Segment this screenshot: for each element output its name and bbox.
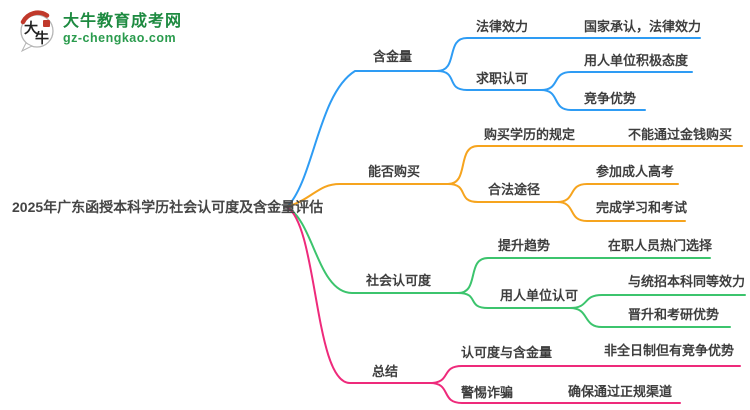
branch1-child2-leaf2-label: 竞争优势 (584, 91, 637, 106)
branch4-child2-label: 警惕诈骗 (461, 385, 514, 400)
main-topic: 2025年广东函授本科学历社会认可度及含金量评估 (12, 199, 324, 215)
branch-curve (540, 71, 693, 91)
branch1-child2-label: 求职认可 (476, 71, 529, 86)
branch-can-buy-lines (286, 145, 743, 222)
branch-curve (447, 145, 743, 185)
branch2-child2-leaf2-label: 完成学习和考试 (596, 200, 688, 215)
branch1-child1-leaf1-label: 国家承认，法律效力 (584, 19, 702, 34)
site-logo: 大 牛 大牛教育成考网 gz-chengkao.com (16, 9, 182, 53)
branch-curve (540, 89, 646, 111)
branch-curve (436, 70, 542, 91)
branch2-child1-label: 购买学历的规定 (484, 127, 576, 142)
branch1-child2-leaf1-label: 用人单位积极态度 (584, 53, 689, 68)
branch-curve (556, 201, 686, 222)
branch3-child1-leaf1-label: 在职人员热门选择 (608, 238, 713, 253)
branch3-child2-label: 用人单位认可 (500, 288, 579, 303)
branch-curve (286, 70, 438, 208)
branch-curve (447, 183, 558, 203)
branch4-child2-leaf1-label: 确保通过正规渠道 (568, 384, 673, 399)
branch2-label: 能否购买 (368, 164, 421, 179)
branch1-label: 含金量 (373, 49, 413, 64)
site-name: 大牛教育成考网 (63, 13, 183, 30)
branch-curve (569, 307, 731, 328)
branch4-child1-label: 认可度与含金量 (461, 345, 553, 360)
branch-curve (286, 206, 431, 384)
site-url: gz-chengkao.com (63, 30, 177, 45)
branch3-child2-leaf1-label: 与统招本科同等效力 (628, 274, 746, 289)
branch-curve (286, 206, 459, 294)
branch-gold-content-lines (286, 37, 701, 208)
logo-char-2: 牛 (35, 30, 49, 46)
branch3-child1-label: 提升趋势 (498, 238, 551, 253)
branch-summary-lines (286, 206, 741, 404)
branch2-child1-leaf1-label: 不能通过金钱购买 (628, 127, 733, 142)
branch-curve (429, 382, 681, 404)
branch-curve (457, 292, 571, 309)
logo-char-1: 大 (24, 20, 38, 36)
branch4-child1-leaf1-label: 非全日制但有竞争优势 (604, 343, 735, 358)
branch4-label: 总结 (372, 364, 399, 379)
branch3-child2-leaf2-label: 晋升和考研优势 (628, 307, 720, 322)
logo-text: 大牛教育成考网 gz-chengkao.com (63, 9, 182, 46)
branch-curve (429, 365, 741, 384)
branch2-child2-leaf1-label: 参加成人高考 (596, 164, 675, 179)
branch-curve (436, 37, 701, 72)
branch3-label: 社会认可度 (366, 273, 432, 288)
logo-bubble-icon: 大 牛 (20, 10, 54, 53)
branch2-child2-label: 合法途径 (488, 182, 541, 197)
branch-curve (457, 257, 711, 294)
branch-curve (286, 183, 449, 208)
branch-curve (556, 183, 679, 203)
branch-social-recognition-lines (286, 206, 746, 328)
branch1-child1-label: 法律效力 (476, 19, 529, 34)
